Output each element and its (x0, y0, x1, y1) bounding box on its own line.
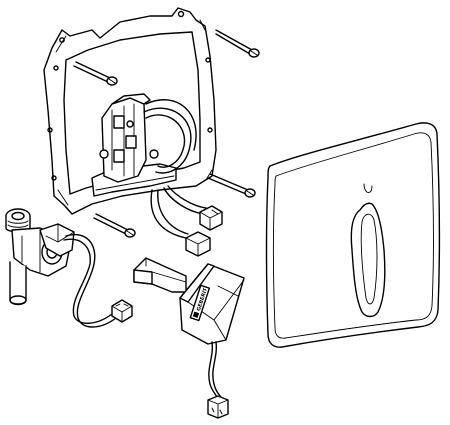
frame-tab-hole (177, 10, 185, 18)
brand-mark-icon (192, 311, 200, 318)
control-module (99, 93, 197, 183)
module-screw (99, 149, 109, 159)
module-socket (113, 149, 125, 163)
frame-tab-hole (59, 37, 65, 43)
cover-plate (265, 122, 441, 348)
mounting-clip (133, 257, 187, 293)
sensor-window (350, 202, 386, 318)
module-screw (126, 120, 134, 128)
battery-box: GEBERIT (179, 263, 245, 401)
screw-right (207, 173, 256, 198)
module-socket (113, 115, 125, 129)
module-screw (149, 149, 159, 159)
frame-tab-hole (53, 65, 59, 71)
screw-top-right (215, 29, 260, 58)
valve-plug (111, 299, 133, 323)
frame-cables (150, 185, 207, 239)
battery-brand-plate (189, 284, 211, 322)
connector-lower (185, 231, 211, 257)
screw-lower-left (93, 213, 136, 238)
frame-tab-hole (51, 175, 57, 181)
solenoid-valve (5, 208, 117, 328)
frame-tab-hole (205, 57, 211, 63)
battery-connector (207, 395, 229, 419)
frame-tab-hole (207, 127, 213, 133)
module-socket (125, 135, 137, 149)
connector-upper (199, 205, 223, 231)
screw-upper-left (73, 61, 118, 86)
frame-tab-hole (47, 127, 53, 133)
